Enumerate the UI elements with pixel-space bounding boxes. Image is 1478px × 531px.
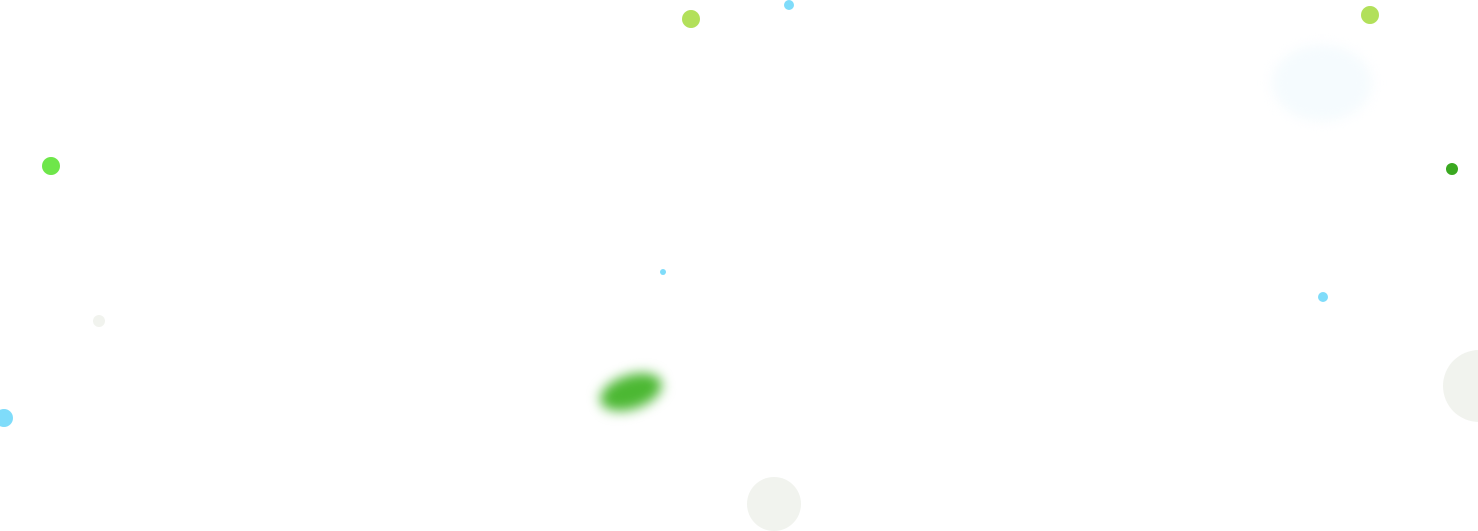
dark-green-dot — [1446, 163, 1458, 175]
lime-dot — [1361, 6, 1379, 24]
cyan-dot — [1318, 292, 1328, 302]
gray-circle — [747, 477, 801, 531]
gray-dot — [93, 315, 105, 327]
blurred-green-blob — [595, 365, 667, 419]
cyan-dot — [660, 269, 666, 275]
faint-blue-circle — [1272, 45, 1372, 121]
green-dot — [42, 157, 60, 175]
lime-dot — [682, 10, 700, 28]
cyan-dot — [784, 0, 794, 10]
gray-circle — [1443, 350, 1478, 422]
cyan-dot — [0, 409, 13, 427]
